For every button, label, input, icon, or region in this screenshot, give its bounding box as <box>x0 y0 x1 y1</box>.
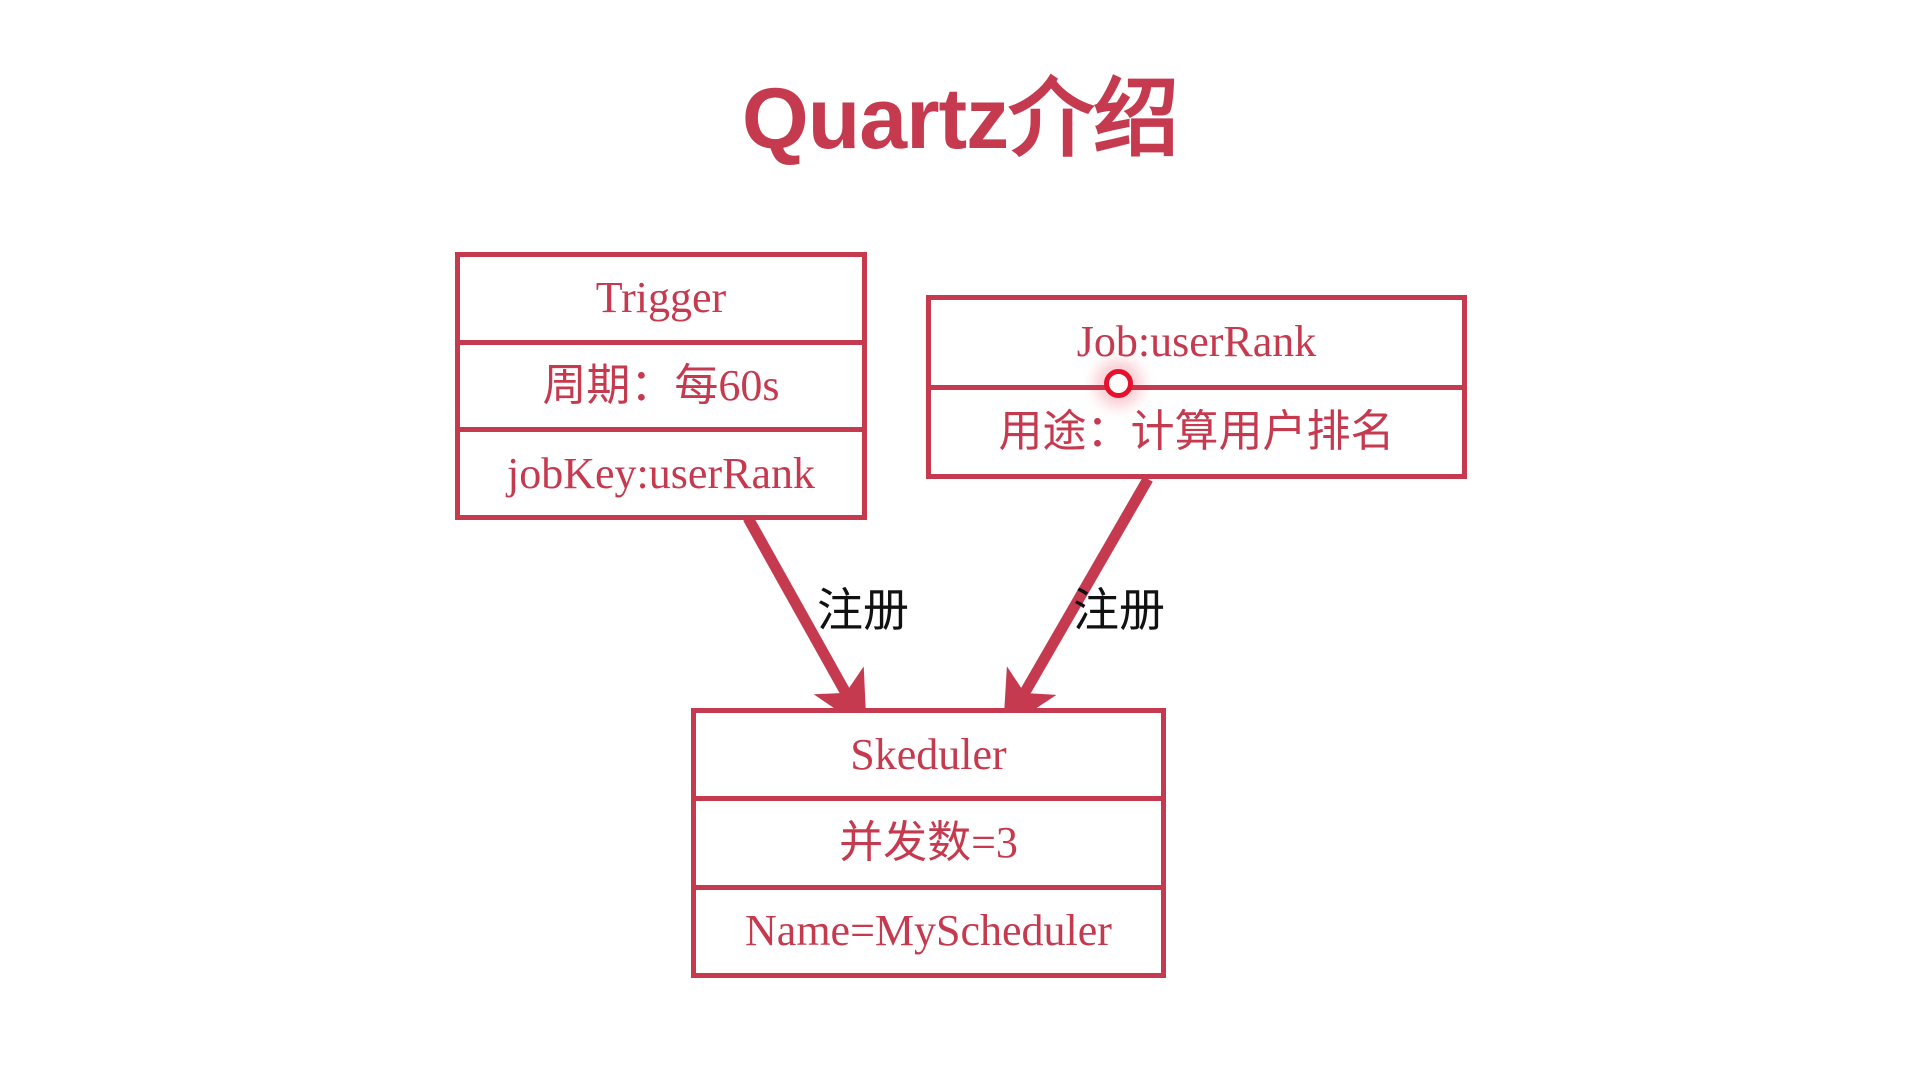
cursor-click-indicator <box>1104 369 1133 398</box>
job-box[interactable]: Job:userRank 用途：计算用户排名 <box>926 295 1467 479</box>
scheduler-box-concurrency: 并发数=3 <box>696 796 1161 884</box>
trigger-box-title: Trigger <box>595 273 727 323</box>
edge-label-register-job: 注册 <box>1073 585 1165 636</box>
trigger-box-period: 周期：每60s <box>460 339 862 428</box>
scheduler-box[interactable]: Skeduler 并发数=3 Name=MyScheduler <box>691 708 1166 978</box>
edge-label-register-trigger: 注册 <box>817 585 909 636</box>
trigger-box[interactable]: Trigger 周期：每60s jobKey:userRank <box>455 252 867 520</box>
scheduler-box-name: Name=MyScheduler <box>696 884 1161 973</box>
scheduler-box-title: Skeduler <box>850 729 1007 779</box>
job-box-purpose: 用途：计算用户排名 <box>931 384 1462 475</box>
page-title: Quartz介绍 <box>741 71 1179 167</box>
trigger-box-jobkey: jobKey:userRank <box>460 427 862 515</box>
job-box-title: Job:userRank <box>1076 317 1317 367</box>
